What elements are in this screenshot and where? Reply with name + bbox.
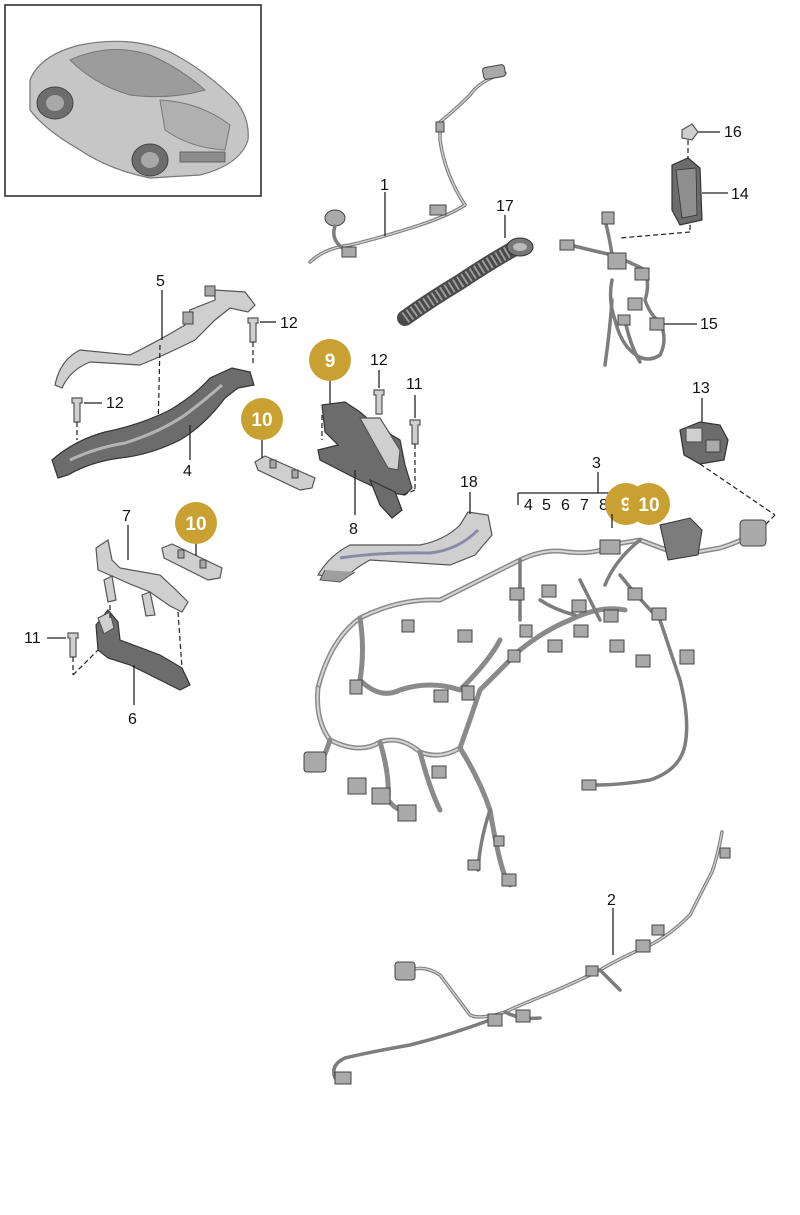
part-label-15: 15 <box>700 316 718 333</box>
part-label-6: 6 <box>128 711 137 728</box>
sub-label-6: 6 <box>561 497 570 514</box>
part-label-11-b: 11 <box>24 630 41 647</box>
part-15-harness <box>559 211 666 367</box>
part-label-14: 14 <box>731 186 749 203</box>
badge-label-10-b: 10 <box>185 514 206 535</box>
part-7-bracket <box>95 539 189 617</box>
part-5-bracket <box>54 285 256 389</box>
vehicle-thumbnail <box>4 4 262 197</box>
part-label-16: 16 <box>724 124 742 141</box>
sub-label-7: 7 <box>580 497 589 514</box>
bolt-icon-12-left <box>71 397 83 423</box>
part-label-12-c: 12 <box>370 352 388 369</box>
part-label-7: 7 <box>122 508 131 525</box>
part-6-channel <box>95 609 191 691</box>
bolt-icon-11-left <box>67 632 79 658</box>
part-10-clip-b <box>161 543 223 581</box>
part-18-cover <box>317 511 493 583</box>
badge-label-9-a: 9 <box>325 351 336 372</box>
part-8-bracket <box>317 401 413 519</box>
part-label-1: 1 <box>380 177 389 194</box>
part-4-channel <box>51 367 255 479</box>
part-label-18: 18 <box>460 474 478 491</box>
part-16-nut <box>681 123 699 141</box>
part-label-8: 8 <box>349 521 358 538</box>
part-label-4: 4 <box>183 463 192 480</box>
part-13-relay-bracket <box>679 421 729 465</box>
part-label-12-a: 12 <box>280 315 298 332</box>
main-wiring-harness <box>303 517 767 888</box>
part-17-tube <box>397 237 534 326</box>
badge-label-9-b: 9 <box>621 495 632 516</box>
bolt-icon-12-mid <box>373 389 385 415</box>
part-label-12-b: 12 <box>106 395 124 412</box>
part-label-13: 13 <box>692 380 710 397</box>
sub-label-5: 5 <box>542 497 551 514</box>
badge-10-b <box>175 502 217 544</box>
badge-10-c <box>628 483 670 525</box>
badge-label-10-a: 10 <box>251 410 272 431</box>
car-icon <box>29 40 249 179</box>
part-1-cable <box>308 64 507 264</box>
badge-9-a <box>309 339 351 381</box>
part-2-harness <box>332 830 731 1085</box>
badge-label-10-c: 10 <box>638 495 659 516</box>
badge-10-a <box>241 398 283 440</box>
bolt-icon-12-right <box>247 317 259 343</box>
part-10-clip-a <box>254 455 316 491</box>
part-label-3: 3 <box>592 455 601 472</box>
part-label-11-a: 11 <box>406 376 423 393</box>
bolt-icon-11-mid <box>409 419 421 445</box>
part-label-2: 2 <box>607 892 616 909</box>
part-label-5: 5 <box>156 273 165 290</box>
part-label-17: 17 <box>496 198 514 215</box>
sub-label-4: 4 <box>524 497 533 514</box>
sub-label-8: 8 <box>599 497 608 514</box>
part-14-bracket <box>671 157 703 226</box>
